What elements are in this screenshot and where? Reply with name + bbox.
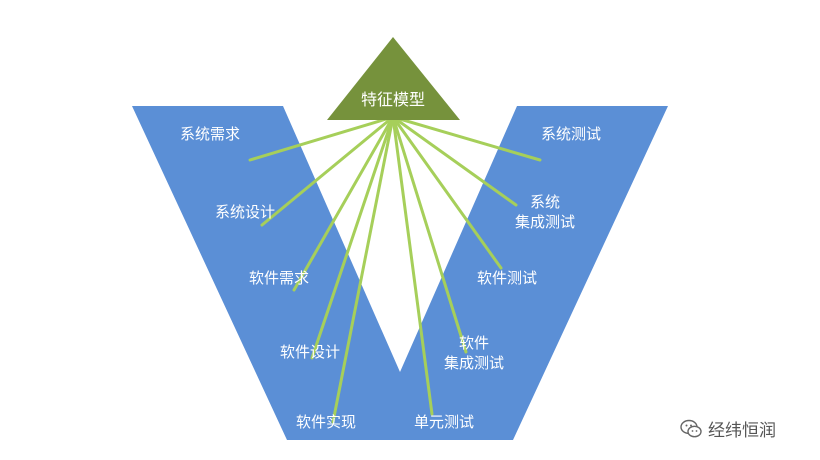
ray-software-implementation	[331, 115, 395, 424]
ray-software-test	[391, 115, 503, 270]
right-label-system-integration-test: 系统集成测试	[514, 193, 575, 231]
left-label-system-design: 系统设计	[215, 203, 276, 221]
ray-unit-test	[391, 115, 434, 416]
ray-system-requirements	[248, 115, 395, 162]
right-label-software-test: 软件测试	[477, 269, 538, 287]
watermark-text: 经纬恒润	[708, 421, 776, 441]
left-label-software-implementation: 软件实现	[296, 413, 357, 431]
connector-rays	[248, 115, 542, 424]
apex-triangle	[327, 37, 460, 120]
left-label-system-requirements: 系统需求	[180, 125, 241, 143]
right-label-unit-test: 单元测试	[414, 413, 475, 431]
right-label-software-integration-test: 软件集成测试	[443, 334, 504, 372]
ray-software-design	[310, 115, 395, 360]
ray-system-integration-test	[391, 115, 518, 207]
ray-software-integration-test	[391, 115, 468, 354]
apex-label: 特征模型	[361, 90, 426, 109]
ray-system-design	[260, 115, 395, 227]
ray-system-test	[391, 115, 542, 162]
watermark: 经纬恒润	[680, 416, 776, 441]
ray-software-requirements	[292, 115, 395, 292]
left-label-software-requirements: 软件需求	[249, 269, 310, 287]
left-label-software-design: 软件设计	[280, 343, 341, 361]
v-shape	[132, 106, 668, 440]
wechat-logo-icon	[680, 419, 702, 437]
right-label-system-test: 系统测试	[541, 125, 602, 143]
